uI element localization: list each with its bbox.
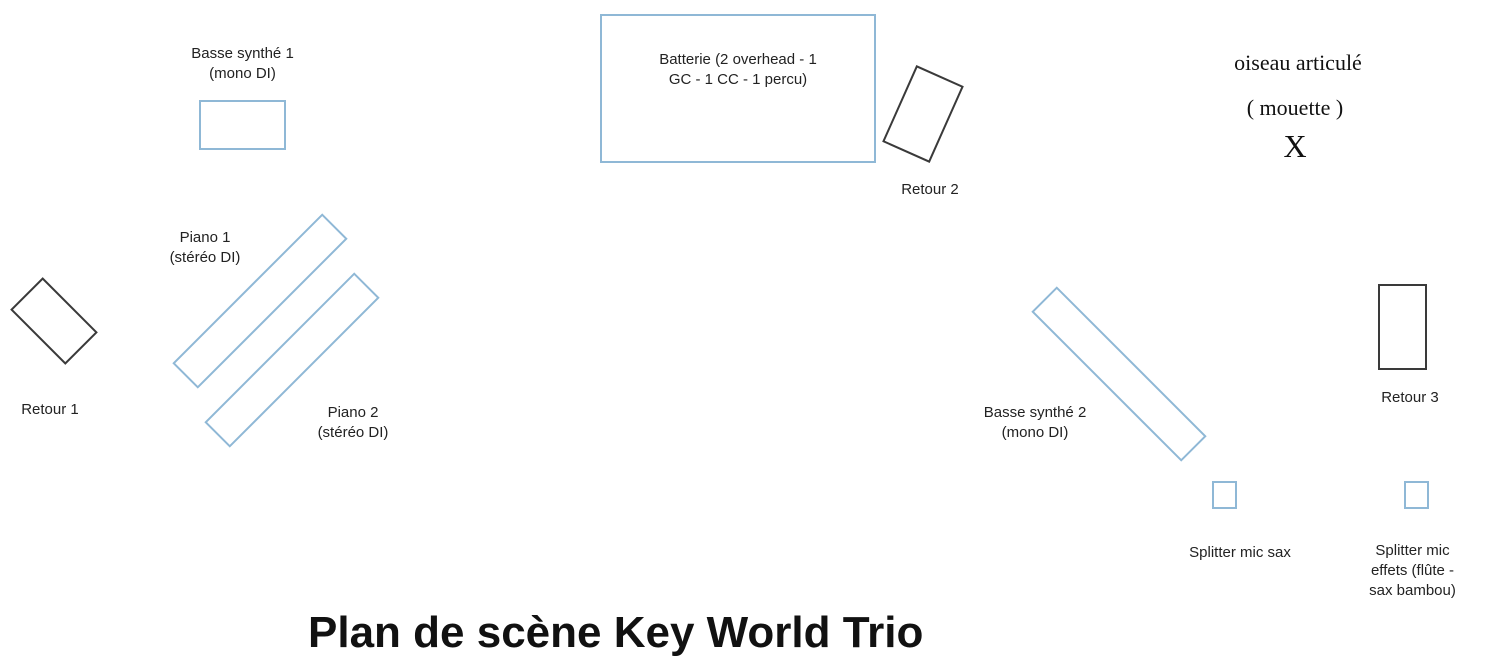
basse-synthe-1-input: (mono DI): [209, 65, 276, 82]
basse-synthe-1-box: [199, 100, 286, 150]
splitter-effets-label: Splitter mic effets (flûte - sax bambou): [1345, 541, 1480, 601]
batterie-line-1: Batterie (2 overhead - 1: [659, 51, 817, 68]
piano-1-input: (stéréo DI): [169, 249, 241, 266]
basse-synthe-1-name: Basse synthé 1: [191, 45, 294, 62]
batterie-box: [600, 14, 876, 163]
batterie-line-2: GC - 1 CC - 1 percu): [668, 71, 808, 88]
basse-synthe-2-name: Basse synthé 2: [983, 404, 1087, 421]
splitter-sax-label: Splitter mic sax: [1189, 544, 1291, 561]
splitter-effets-box: [1404, 481, 1429, 509]
basse-synthe-2-label: Basse synthé 2 (mono DI): [965, 403, 1105, 443]
oiseau-marker-x: X: [1283, 128, 1307, 164]
page-title: Plan de scène Key World Trio: [308, 608, 924, 657]
retour-1-box: [10, 277, 98, 365]
basse-synthe-2-input: (mono DI): [1001, 424, 1069, 441]
retour-3-box: [1378, 284, 1427, 370]
basse-synthe-1-label: Basse synthé 1 (mono DI): [180, 44, 305, 84]
splitter-effets-line-3: sax bambou): [1369, 582, 1456, 599]
piano-2-label: Piano 2 (stéréo DI): [298, 403, 408, 443]
oiseau-line-2: ( mouette ): [1246, 95, 1344, 120]
retour-1-label: Retour 1: [21, 401, 79, 418]
piano-2-name: Piano 2: [327, 404, 379, 421]
retour-2-label: Retour 2: [901, 181, 959, 198]
retour-2-box: [882, 65, 964, 163]
splitter-effets-line-1: Splitter mic: [1375, 542, 1450, 559]
batterie-label: Batterie (2 overhead - 1 GC - 1 CC - 1 p…: [600, 50, 876, 90]
piano-1-label: Piano 1 (stéréo DI): [150, 228, 260, 268]
splitter-sax-box: [1212, 481, 1237, 509]
retour-3-label: Retour 3: [1381, 389, 1439, 406]
splitter-effets-line-2: effets (flûte -: [1370, 562, 1455, 579]
piano-1-name: Piano 1: [179, 229, 231, 246]
piano-2-input: (stéréo DI): [317, 424, 389, 441]
oiseau-line-1: oiseau articulé: [1234, 50, 1362, 75]
